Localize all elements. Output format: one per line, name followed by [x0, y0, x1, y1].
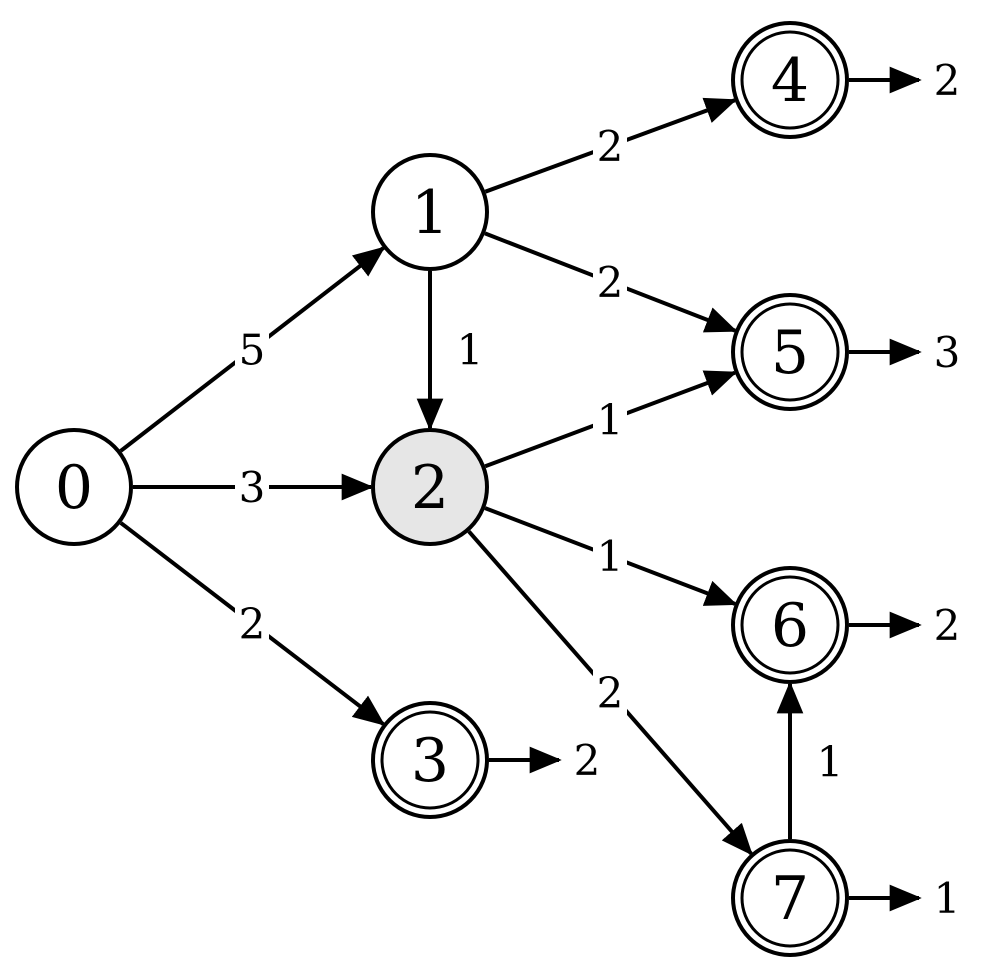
edge-0-2: 3: [133, 463, 374, 512]
node-circle-3: [371, 701, 489, 819]
node-2: 2: [371, 428, 489, 546]
outputs-layer: 2 2 3 2 1: [489, 56, 960, 923]
node-label-1: 1: [411, 178, 449, 248]
node-label-0: 0: [55, 453, 93, 523]
node-4: 4: [731, 21, 849, 139]
node-circle-1: [371, 153, 489, 271]
output-6: 2: [849, 601, 960, 650]
edge-label-2-7: 2: [597, 669, 624, 718]
accepting-ring-3: [380, 710, 480, 810]
edge-7-6: 1: [776, 681, 844, 839]
node-circle-5: [731, 293, 849, 411]
node-circle-6: [731, 566, 849, 684]
edge-label-bg-0-2: [235, 463, 269, 511]
node-circle-0: [15, 428, 133, 546]
node-7: 7: [731, 839, 849, 957]
edge-label-bg-0-1: [235, 325, 269, 374]
nodes-layer: 0 1 2 3 4 5 6 7: [15, 21, 849, 957]
node-label-6: 6: [771, 591, 809, 661]
edge-label-1-5: 2: [597, 258, 624, 307]
edge-label-bg-2-5: [593, 395, 627, 444]
edge-2-5: 1: [484, 370, 738, 469]
output-3: 2: [489, 736, 600, 785]
node-1: 1: [371, 153, 489, 271]
edge-label-1-4: 2: [597, 122, 624, 171]
output-7: 1: [849, 874, 960, 923]
node-circle-4: [731, 21, 849, 139]
node-label-7: 7: [771, 864, 809, 934]
output-label-6: 2: [934, 601, 961, 650]
node-label-3: 3: [411, 726, 449, 796]
edge-label-7-6: 1: [817, 738, 844, 787]
edge-0-3: 2: [119, 521, 386, 726]
edge-label-0-3: 2: [239, 600, 266, 649]
node-6: 6: [731, 566, 849, 684]
accepting-ring-4: [740, 30, 840, 130]
node-label-5: 5: [771, 318, 809, 388]
edge-label-bg-1-4: [593, 122, 627, 170]
accepting-ring-7: [740, 848, 840, 948]
node-5: 5: [731, 293, 849, 411]
node-0: 0: [15, 428, 133, 546]
output-5: 3: [849, 328, 960, 377]
node-circle-7: [731, 839, 849, 957]
edge-2-6: 1: [484, 506, 738, 606]
edge-1-4: 2: [484, 97, 738, 194]
edge-1-5: 2: [484, 231, 738, 333]
edge-1-2: 1: [416, 271, 484, 431]
node-label-4: 4: [771, 46, 809, 116]
edge-label-2-5: 1: [597, 396, 624, 445]
edge-2-7: 2: [467, 530, 753, 856]
edge-label-1-2: 1: [457, 326, 484, 375]
edge-label-bg-1-5: [593, 258, 627, 306]
edge-label-bg-2-6: [593, 532, 627, 580]
edges-layer: 5 3 2 1 2 2 1 1 2 1: [119, 97, 844, 856]
accepting-ring-5: [740, 302, 840, 402]
output-label-3: 2: [574, 736, 601, 785]
output-4: 2: [849, 56, 960, 105]
edge-0-1: 5: [119, 246, 386, 453]
node-circle-2: [371, 428, 489, 546]
edge-label-0-1: 5: [239, 326, 266, 375]
node-label-2: 2: [411, 453, 449, 523]
edge-label-2-6: 1: [597, 532, 624, 581]
edge-label-bg-2-7: [593, 668, 627, 717]
edge-label-bg-0-3: [235, 599, 269, 648]
node-3: 3: [371, 701, 489, 819]
edge-label-0-2: 3: [239, 463, 266, 512]
output-label-4: 2: [934, 56, 961, 105]
accepting-ring-6: [740, 575, 840, 675]
output-label-5: 3: [934, 328, 961, 377]
output-label-7: 1: [934, 874, 961, 923]
